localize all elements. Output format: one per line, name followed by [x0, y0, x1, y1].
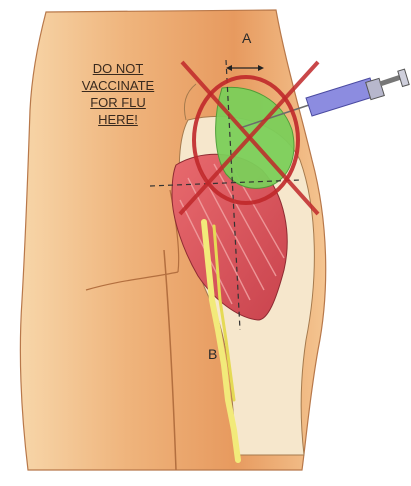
- label-b: B: [208, 346, 217, 362]
- warning-line-4: HERE!: [62, 111, 174, 128]
- warning-line-2: VACCINATE: [62, 77, 174, 94]
- warning-line-1: DO NOT: [62, 60, 174, 77]
- warning-line-3: FOR FLU: [62, 94, 174, 111]
- warning-text: DO NOT VACCINATE FOR FLU HERE!: [62, 60, 174, 128]
- label-a: A: [242, 30, 251, 46]
